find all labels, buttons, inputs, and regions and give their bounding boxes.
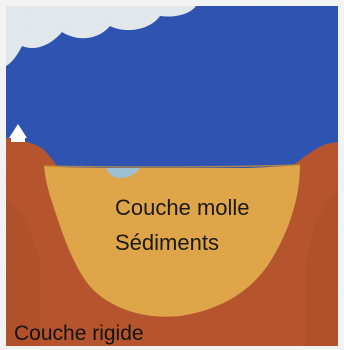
rigid-layer-label: Couche rigide [14, 323, 144, 344]
soft-layer-label: Couche molle [115, 197, 250, 219]
sediment-label: Sédiments [115, 232, 219, 254]
